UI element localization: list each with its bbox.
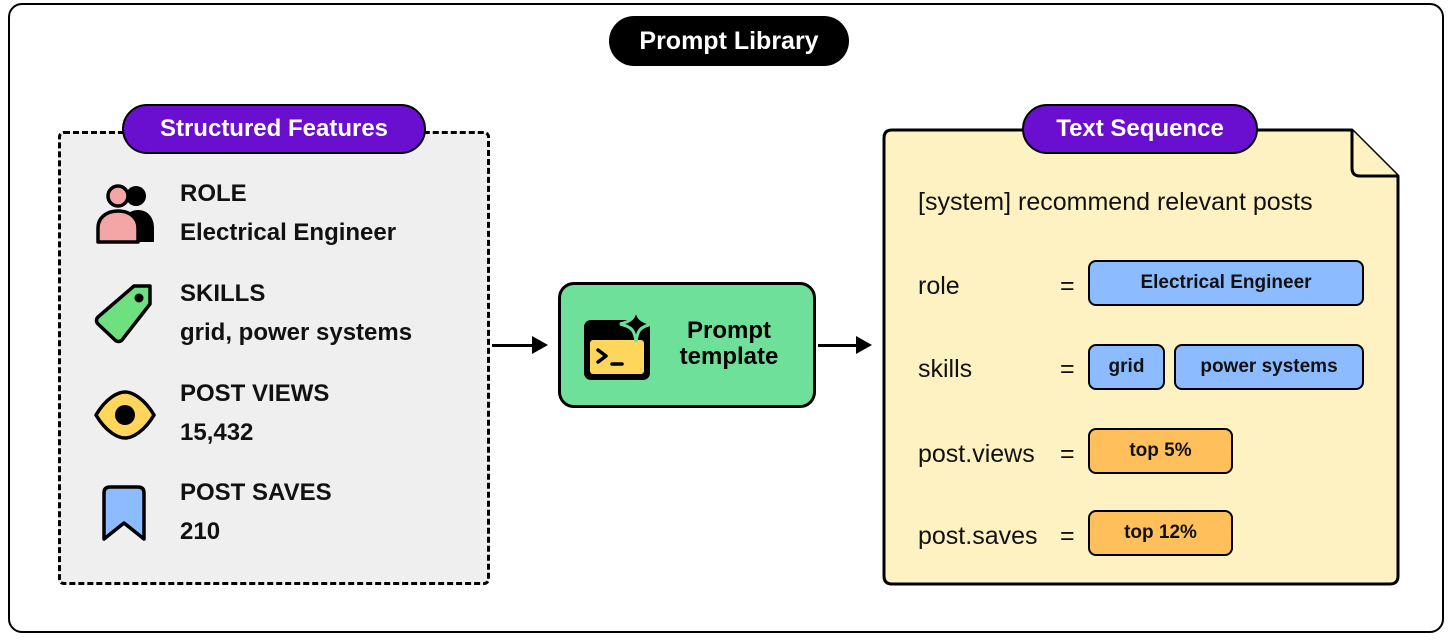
- key-skills: skills: [918, 355, 973, 383]
- page-title: Prompt Library: [609, 16, 849, 66]
- feature-label: POST VIEWS: [180, 380, 330, 407]
- arrow-to-sequence: [818, 336, 872, 354]
- feature-post-saves: POST SAVES 210: [92, 479, 332, 546]
- people-icon: [96, 184, 154, 244]
- bookmark-icon: [102, 485, 146, 541]
- equals-sign: =: [1060, 272, 1075, 300]
- feature-value: 15,432: [180, 419, 254, 446]
- chip-role-value: Electrical Engineer: [1088, 260, 1364, 306]
- eye-icon: [94, 390, 156, 440]
- prompt-template-label: Prompt template: [679, 317, 779, 370]
- text-sequence-title: Text Sequence: [1022, 104, 1258, 154]
- equals-sign: =: [1060, 440, 1075, 468]
- arrow-to-template: [492, 336, 548, 354]
- feature-label: POST SAVES: [180, 479, 332, 506]
- terminal-sparkle-icon: [584, 307, 653, 380]
- feature-value: Electrical Engineer: [180, 219, 397, 246]
- chip-post-views-value: top 5%: [1088, 428, 1233, 474]
- tag-icon: [94, 284, 152, 344]
- feature-role: ROLE Electrical Engineer: [92, 180, 396, 247]
- chip-skill-grid: grid: [1088, 344, 1165, 390]
- feature-label: SKILLS: [180, 280, 266, 307]
- key-post-saves: post.saves: [918, 522, 1038, 550]
- feature-label: ROLE: [180, 180, 247, 207]
- feature-skills: SKILLS grid, power systems: [92, 280, 412, 347]
- structured-features-title: Structured Features: [122, 104, 426, 154]
- chip-skill-power-systems: power systems: [1174, 344, 1364, 390]
- chip-post-saves-value: top 12%: [1088, 510, 1233, 556]
- prompt-template-box: [558, 282, 816, 408]
- system-prompt-line: [system] recommend relevant posts: [918, 188, 1313, 216]
- key-post-views: post.views: [918, 440, 1035, 468]
- equals-sign: =: [1060, 522, 1075, 550]
- equals-sign: =: [1060, 355, 1075, 383]
- key-role: role: [918, 272, 960, 300]
- feature-value: 210: [180, 518, 221, 545]
- feature-post-views: POST VIEWS 15,432: [92, 380, 329, 447]
- feature-value: grid, power systems: [180, 319, 413, 346]
